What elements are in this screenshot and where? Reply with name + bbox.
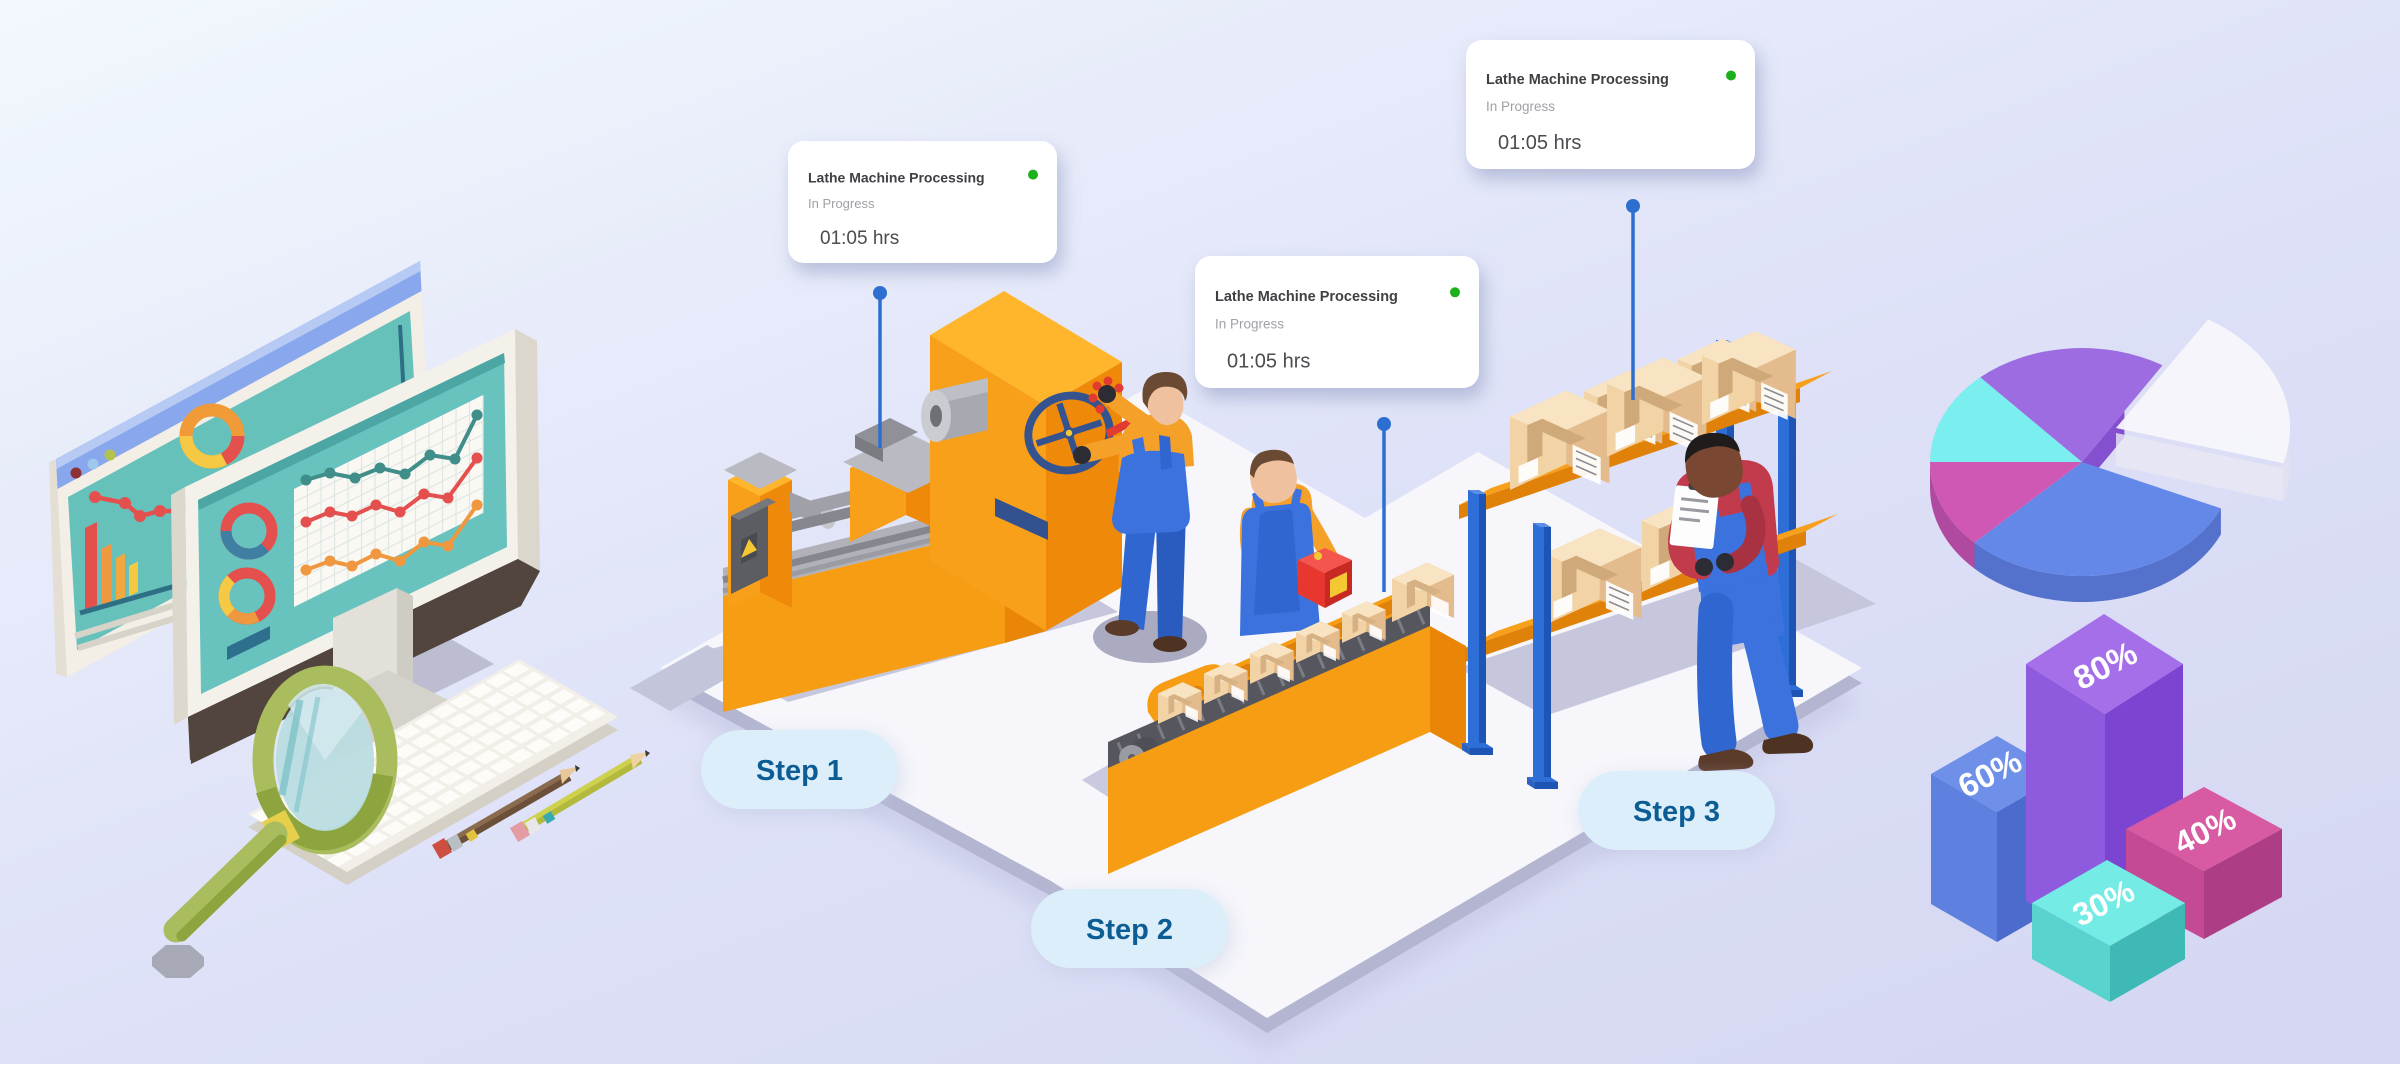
svg-text:01:05 hrs: 01:05 hrs — [1227, 351, 1310, 373]
svg-text:Lathe Machine Processing: Lathe Machine Processing — [1486, 72, 1669, 88]
svg-text:01:05 hrs: 01:05 hrs — [820, 228, 899, 249]
svg-text:Lathe Machine Processing: Lathe Machine Processing — [808, 170, 985, 186]
svg-text:01:05 hrs: 01:05 hrs — [1498, 132, 1581, 154]
svg-text:In Progress: In Progress — [1215, 317, 1284, 332]
svg-text:Step 1: Step 1 — [756, 755, 843, 787]
svg-text:Lathe Machine Processing: Lathe Machine Processing — [1215, 289, 1398, 305]
svg-text:Step 2: Step 2 — [1086, 914, 1173, 946]
svg-text:In Progress: In Progress — [808, 196, 875, 211]
svg-text:In Progress: In Progress — [1486, 99, 1555, 114]
svg-text:Step 3: Step 3 — [1633, 796, 1720, 828]
